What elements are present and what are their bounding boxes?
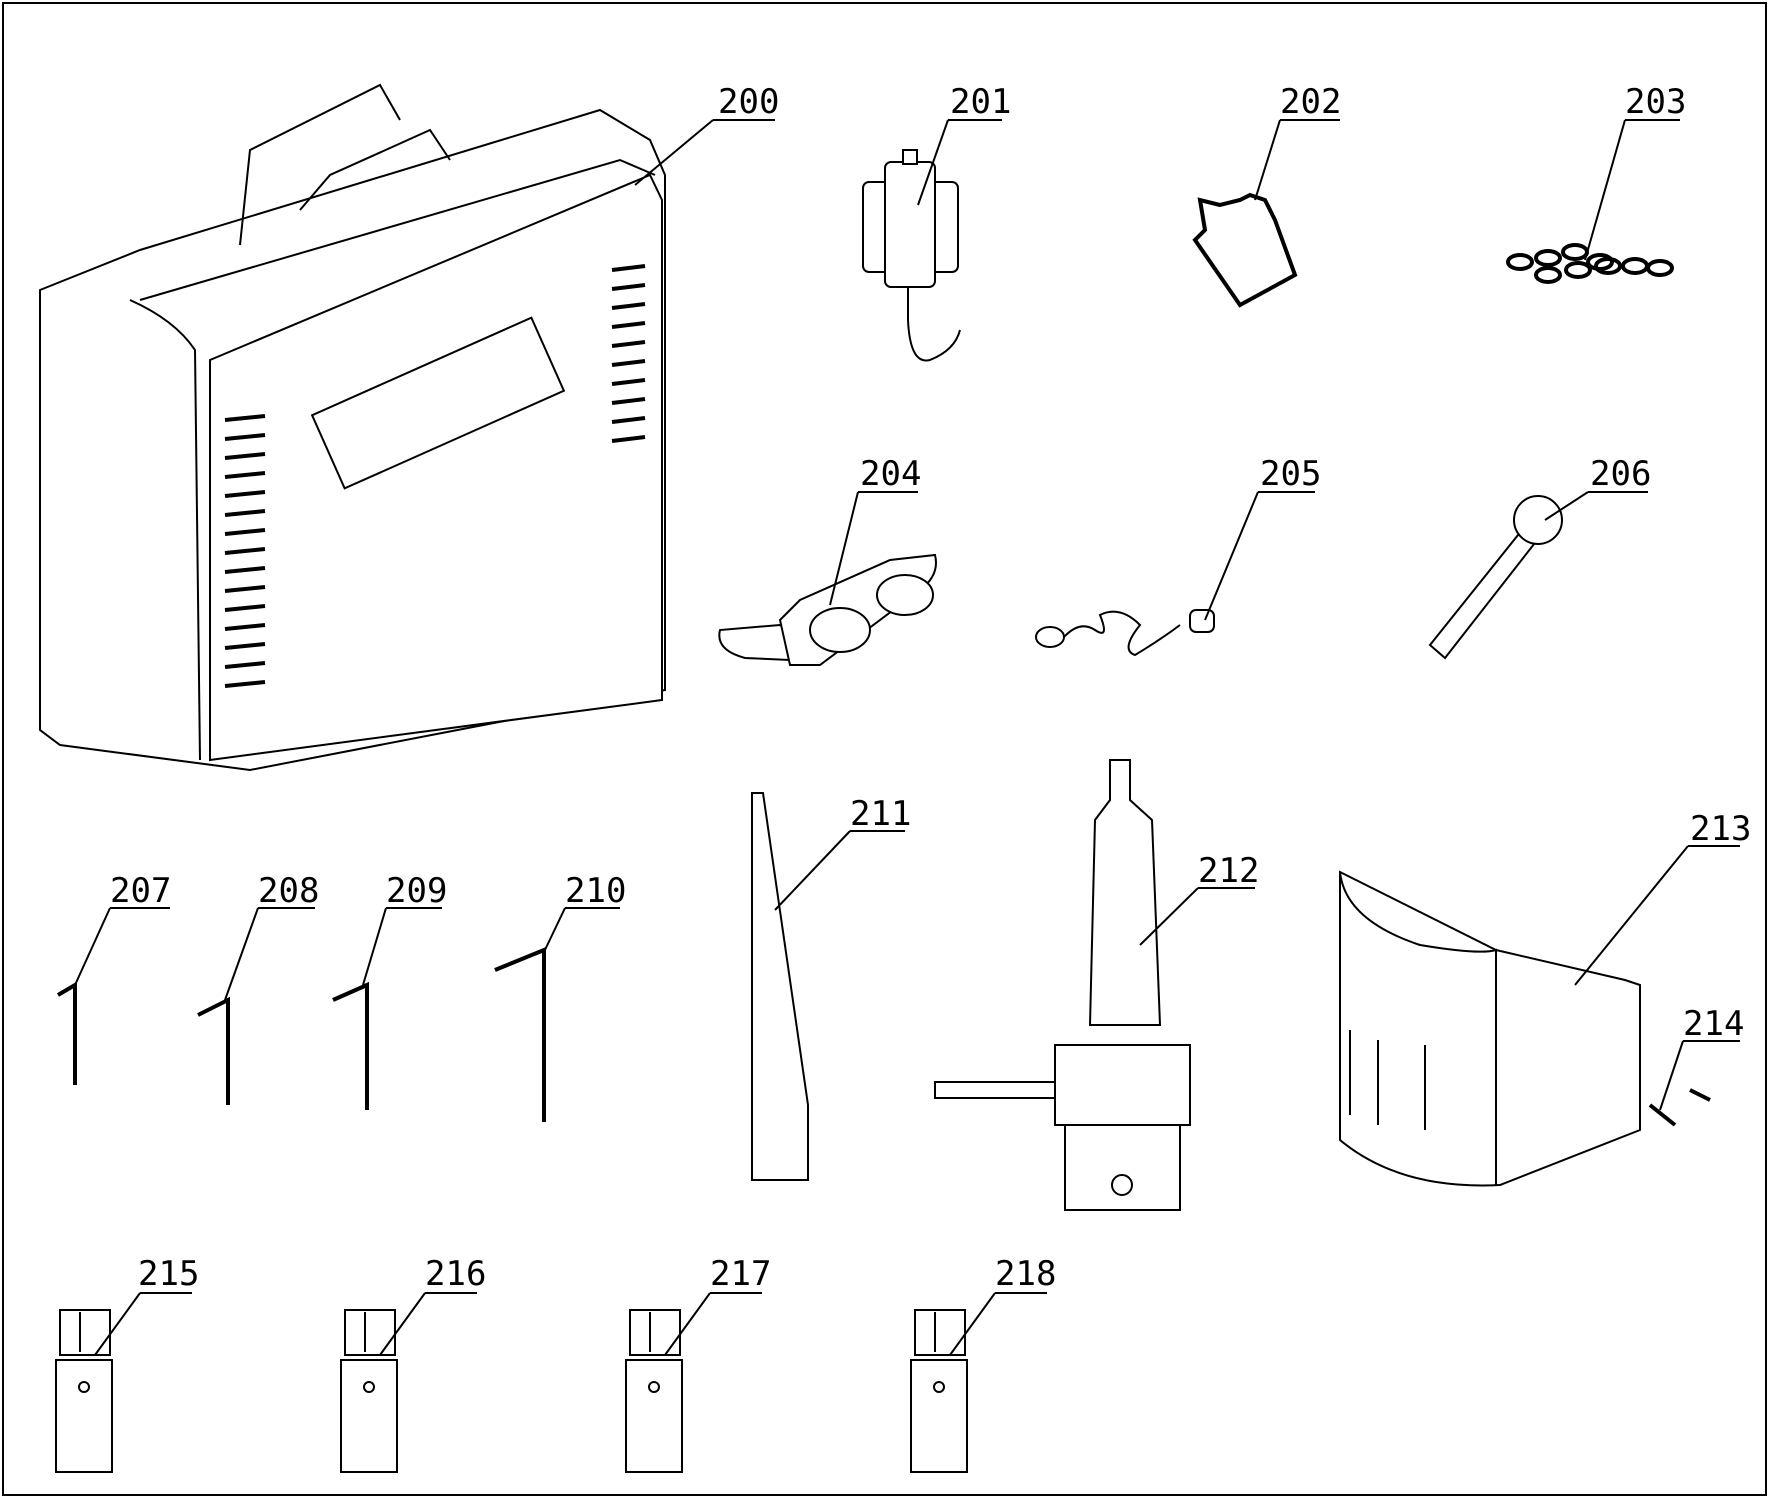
- case-slot: [224, 604, 266, 612]
- part-204-strap-clamp: [718, 553, 937, 666]
- chain-link: [1506, 253, 1534, 271]
- case-slot: [611, 264, 646, 272]
- leader-205: [1204, 491, 1315, 621]
- chain-link: [1594, 257, 1622, 275]
- case-slot: [224, 490, 266, 498]
- case-slot: [224, 566, 266, 574]
- leader-206: [1544, 491, 1648, 521]
- case-slot: [224, 585, 266, 593]
- case-slot: [224, 528, 266, 536]
- label-207: 207: [110, 871, 171, 911]
- part-203-chain: [1506, 243, 1674, 284]
- label-214: 214: [1683, 1004, 1744, 1044]
- label-212: 212: [1198, 851, 1259, 891]
- part-201-coolant-bottle: [862, 149, 961, 362]
- label-201: 201: [950, 82, 1011, 122]
- part-217-adapter: [625, 1292, 762, 1473]
- label-216: 216: [425, 1254, 486, 1294]
- case-slot: [611, 435, 646, 443]
- leader-216: [379, 1292, 477, 1356]
- label-205: 205: [1260, 454, 1321, 494]
- label-206: 206: [1590, 454, 1651, 494]
- part-207-hex-key: [56, 981, 77, 1085]
- case-slot: [611, 283, 646, 291]
- case-slot: [224, 547, 266, 555]
- part-202-glove: [1192, 192, 1298, 308]
- label-215: 215: [138, 1254, 199, 1294]
- leader-217: [664, 1292, 762, 1356]
- leader-212: [1139, 887, 1255, 946]
- label-210: 210: [565, 871, 626, 911]
- case-slot: [224, 414, 266, 422]
- leader-213: [1574, 845, 1740, 986]
- label-204: 204: [860, 454, 921, 494]
- part-215-adapter: [55, 1292, 192, 1473]
- label-209: 209: [386, 871, 447, 911]
- case-slot: [611, 302, 646, 310]
- part-218-adapter: [910, 1292, 1047, 1473]
- part-208-hex-key: [197, 996, 230, 1105]
- part-210-hex-key: [494, 947, 546, 1122]
- part-216-adapter: [340, 1292, 477, 1473]
- case-slot: [611, 359, 646, 367]
- leader-203: [1584, 119, 1680, 261]
- part-213-chip-guard: [1339, 870, 1641, 1187]
- chain-link: [1621, 257, 1649, 275]
- leader-204: [829, 491, 918, 606]
- case-slot: [611, 416, 646, 424]
- leader-207: [74, 907, 170, 986]
- case-slot: [224, 452, 266, 460]
- case-slot: [224, 471, 266, 479]
- leader-209: [362, 907, 442, 986]
- leader-211: [774, 830, 905, 911]
- leader-218: [949, 1292, 1047, 1356]
- leader-208: [224, 907, 315, 1001]
- case-slot: [224, 661, 266, 669]
- part-209-hex-key: [332, 981, 369, 1110]
- leader-214: [1659, 1040, 1740, 1111]
- leader-201: [917, 119, 1002, 206]
- chain-link: [1646, 259, 1674, 277]
- part-205-cord: [1035, 609, 1215, 657]
- case-slot: [224, 680, 266, 688]
- case-slot: [224, 623, 266, 631]
- part-200-carrying-case: [39, 83, 666, 772]
- part-206-ejector-pin: [1428, 495, 1563, 660]
- case-slot: [224, 509, 266, 517]
- leader-200: [634, 119, 775, 186]
- case-slot: [224, 433, 266, 441]
- label-217: 217: [710, 1254, 771, 1294]
- part-211-drift-wedge: [751, 792, 809, 1181]
- leader-202: [1254, 119, 1340, 201]
- label-203: 203: [1625, 82, 1686, 122]
- chain-link: [1534, 266, 1562, 284]
- chain-link: [1561, 243, 1589, 261]
- chain-link: [1534, 249, 1562, 267]
- part-214-screws: [1648, 1088, 1711, 1127]
- label-202: 202: [1280, 82, 1341, 122]
- case-slot: [611, 378, 646, 386]
- case-slot: [611, 321, 646, 329]
- chain-link: [1564, 261, 1592, 279]
- part-212-arbor-adapter: [934, 759, 1191, 1211]
- leader-215: [94, 1292, 192, 1356]
- label-218: 218: [995, 1254, 1056, 1294]
- label-213: 213: [1690, 809, 1751, 849]
- leader-210: [543, 907, 620, 953]
- case-slot: [611, 397, 646, 405]
- label-200: 200: [718, 82, 779, 122]
- case-slot: [611, 340, 646, 348]
- label-208: 208: [258, 871, 319, 911]
- label-211: 211: [850, 794, 911, 834]
- case-slot: [224, 642, 266, 650]
